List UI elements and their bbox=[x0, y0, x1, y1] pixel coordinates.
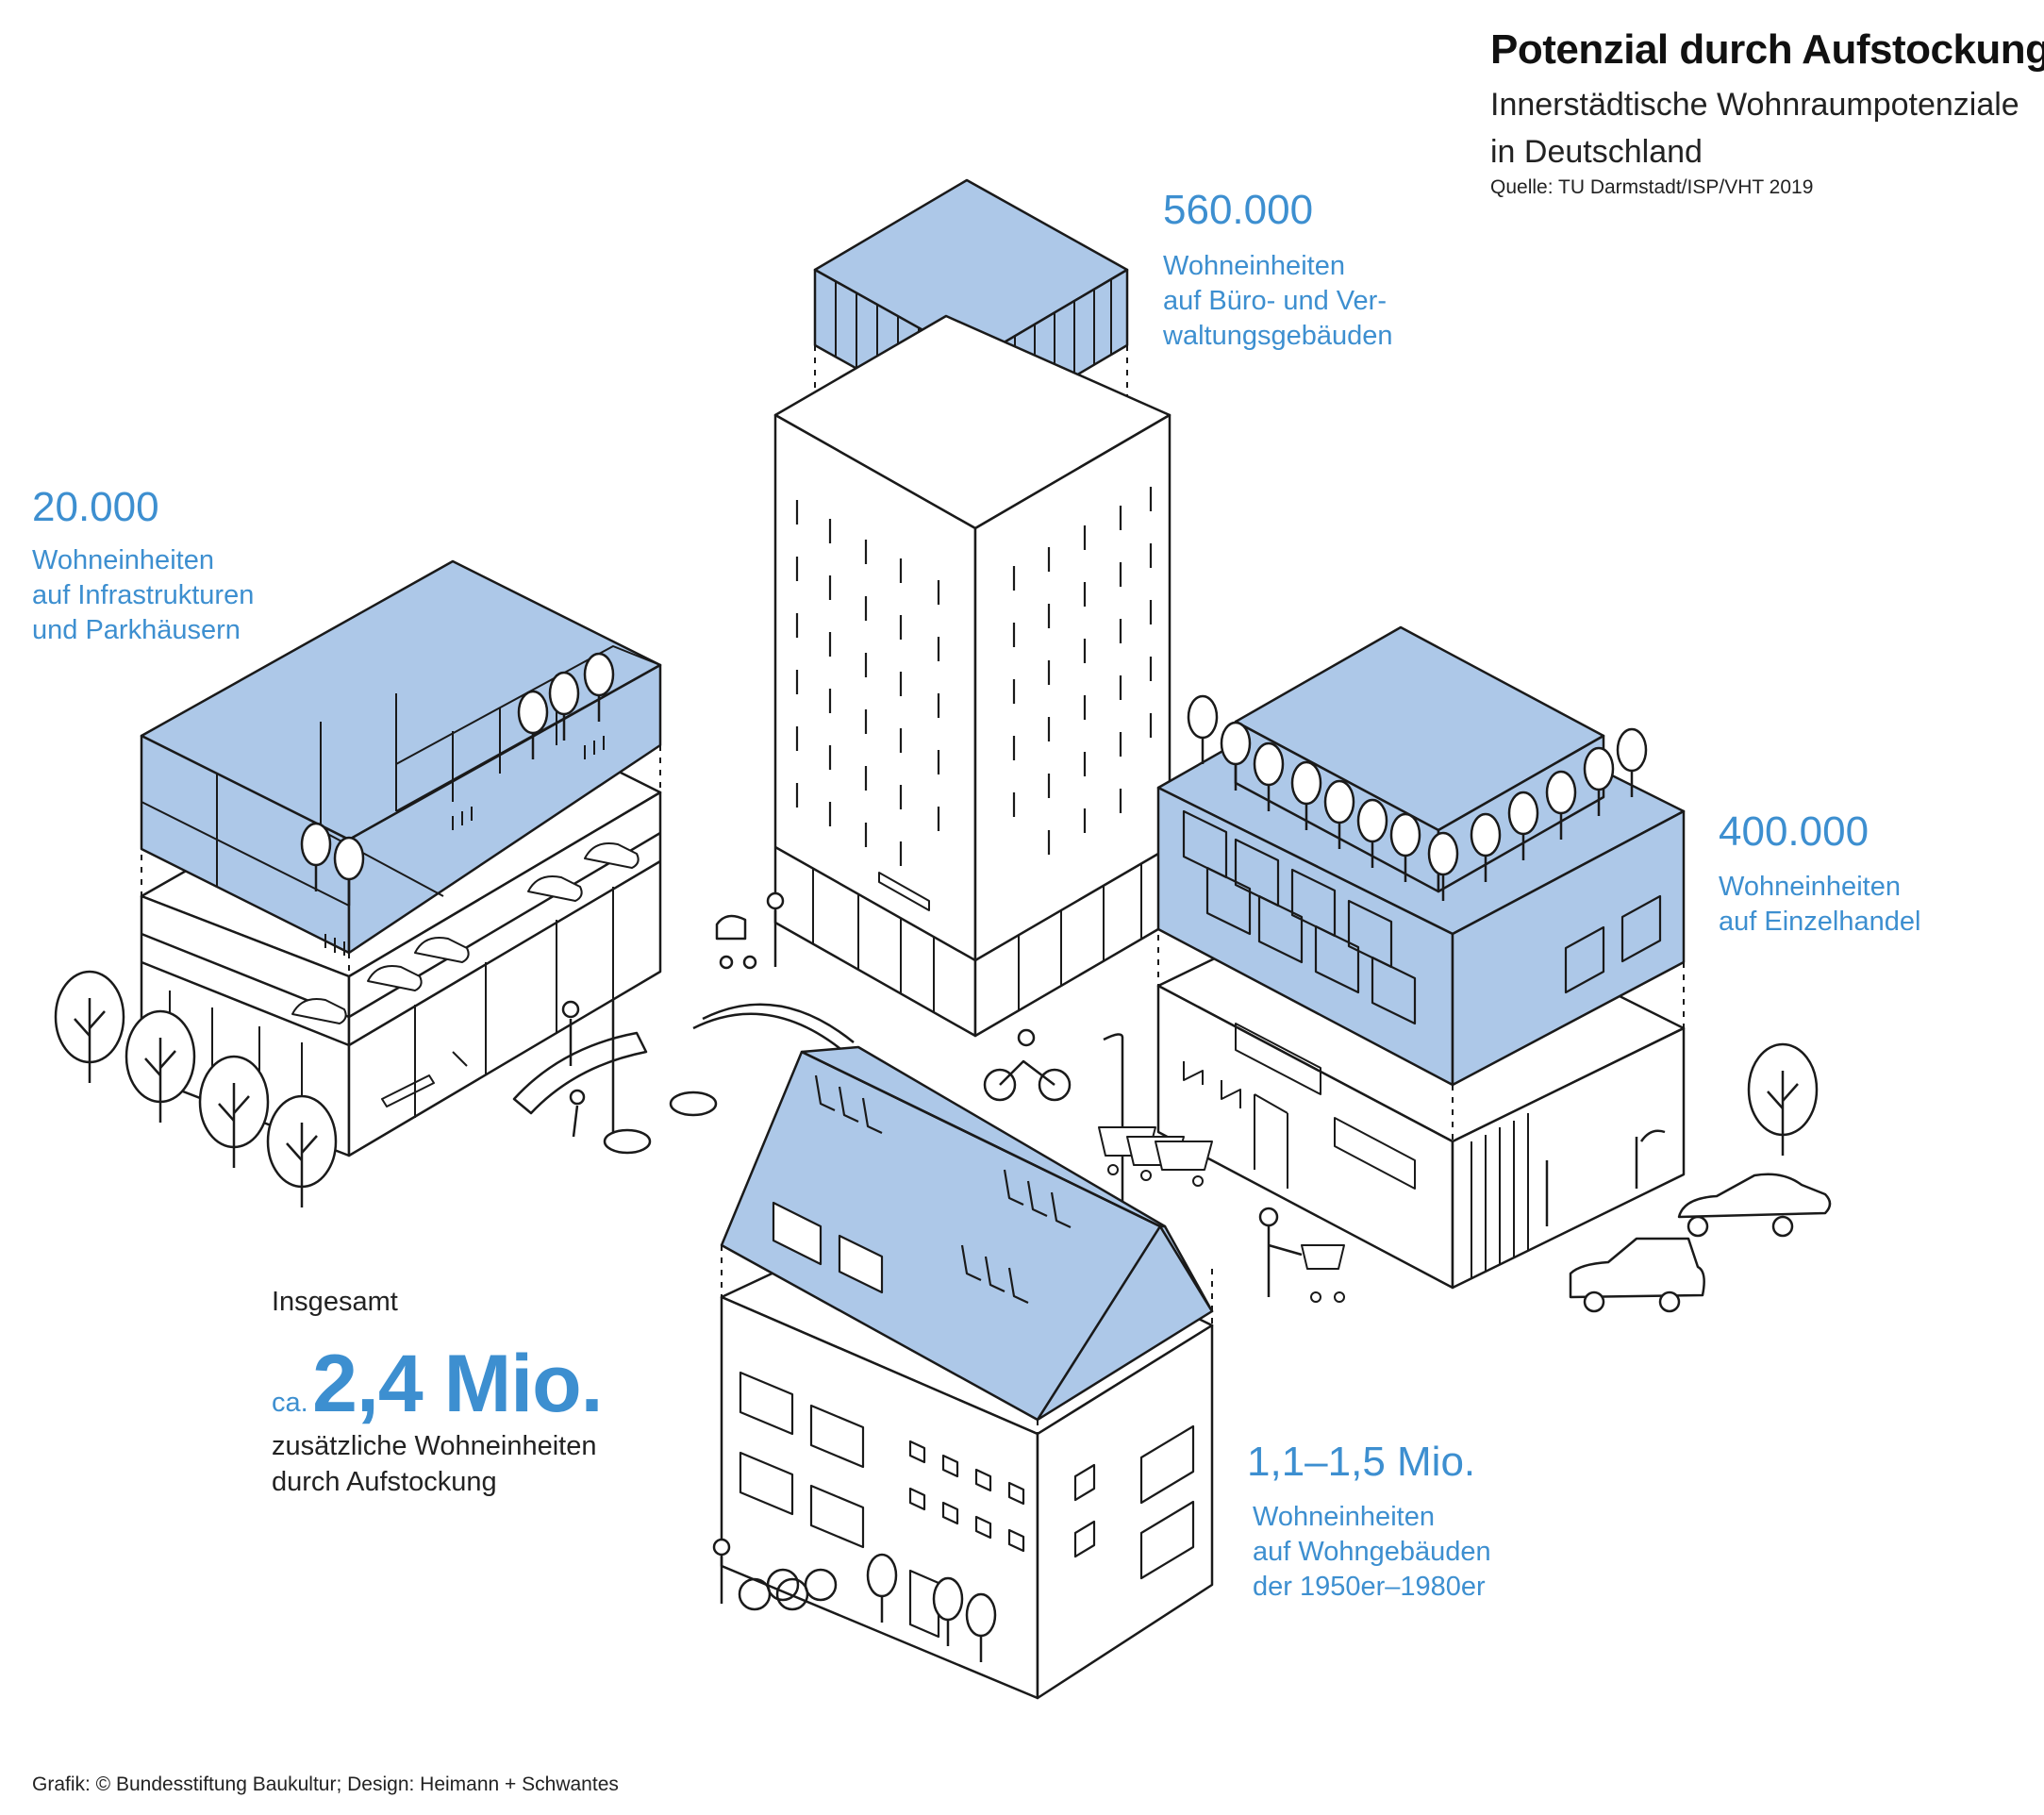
page-subtitle: Innerstädtische Wohnraumpotenziale in De… bbox=[1490, 87, 2019, 170]
credit-line: Grafik: © Bundesstiftung Baukultur; Desi… bbox=[32, 1773, 619, 1795]
office-tower bbox=[773, 178, 1172, 1038]
total-value: 2,4 Mio. bbox=[312, 1339, 603, 1429]
source-note: Quelle: TU Darmstadt/ISP/VHT 2019 bbox=[1490, 176, 1814, 198]
retail-building bbox=[715, 625, 1832, 1313]
potential-label-residential: Wohneinheiten auf Wohngebäuden der 1950e… bbox=[1253, 1502, 1491, 1602]
potential-label-retail: Wohneinheiten auf Einzelhandel bbox=[1719, 872, 1921, 937]
potential-value-residential: 1,1–1,5 Mio. bbox=[1247, 1439, 1476, 1485]
potential-label-office: Wohneinheiten auf Büro- und Ver- waltung… bbox=[1163, 251, 1393, 351]
page-title: Potenzial durch Aufstockung bbox=[1490, 26, 2044, 73]
residential-building bbox=[712, 1045, 1214, 1700]
total-prefix: Insgesamt bbox=[272, 1287, 398, 1317]
potential-value-retail: 400.000 bbox=[1719, 808, 1870, 855]
parking-garage bbox=[54, 559, 855, 1209]
total-ca: ca. bbox=[272, 1388, 308, 1418]
potential-value-infrastructure: 20.000 bbox=[32, 484, 159, 530]
total-label: zusätzliche Wohneinheiten durch Aufstock… bbox=[272, 1431, 597, 1497]
potential-label-infrastructure: Wohneinheiten auf Infrastrukturen und Pa… bbox=[32, 545, 255, 645]
total-value-line: ca. 2,4 Mio. bbox=[272, 1338, 604, 1431]
potential-value-office: 560.000 bbox=[1163, 187, 1314, 233]
